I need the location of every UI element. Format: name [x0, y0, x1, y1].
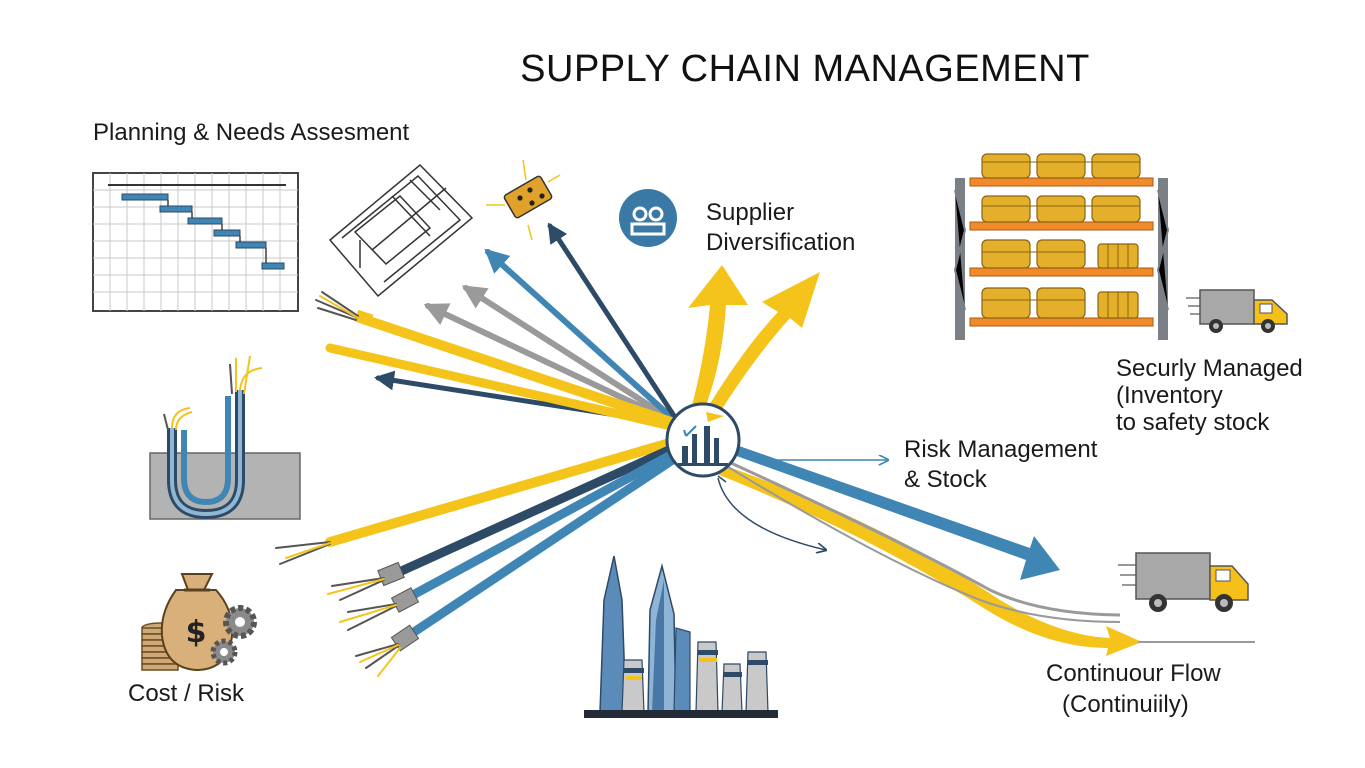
label-flow-line2: (Continuiily) [1062, 691, 1189, 718]
delivery-truck-icon [1118, 552, 1249, 612]
supplier-icon [619, 189, 677, 247]
cable-icon [315, 291, 685, 433]
label-planning: Planning & Needs Assesment [93, 119, 410, 146]
label-supplier-line2: Diversification [706, 229, 856, 256]
label-cost-risk: Cost / Risk [128, 680, 245, 707]
cable-icon [275, 435, 685, 677]
label-supplier-line1: Supplier [706, 199, 795, 226]
outgoing-flows [712, 440, 1255, 656]
warehouse-shelf-icon [953, 153, 1170, 340]
blueprint-icon [328, 163, 474, 298]
supplier-arrows [688, 265, 820, 425]
label-flow-line1: Continuour Flow [1046, 660, 1221, 687]
label-inventory-line1: Securly Managed [1116, 355, 1303, 382]
label-risk-line2: & Stock [904, 466, 987, 493]
page-title: SUPPLY CHAIN MANAGEMENT [520, 48, 1090, 90]
gear-icon [210, 605, 257, 666]
money-bag-icon: $ [141, 573, 234, 672]
label-inventory-line3: to safety stock [1116, 409, 1270, 436]
gantt-chart-icon [92, 172, 299, 312]
cable-conduit-icon [149, 355, 301, 520]
label-inventory-line2: (Inventory [1116, 382, 1223, 409]
delivery-truck-icon [1186, 289, 1288, 333]
dollar-sign: $ [186, 615, 207, 650]
hub-icon [665, 402, 741, 478]
label-risk-line1: Risk Management [904, 436, 1098, 463]
city-skyline-icon [584, 555, 778, 718]
tablet-icon [486, 159, 561, 241]
